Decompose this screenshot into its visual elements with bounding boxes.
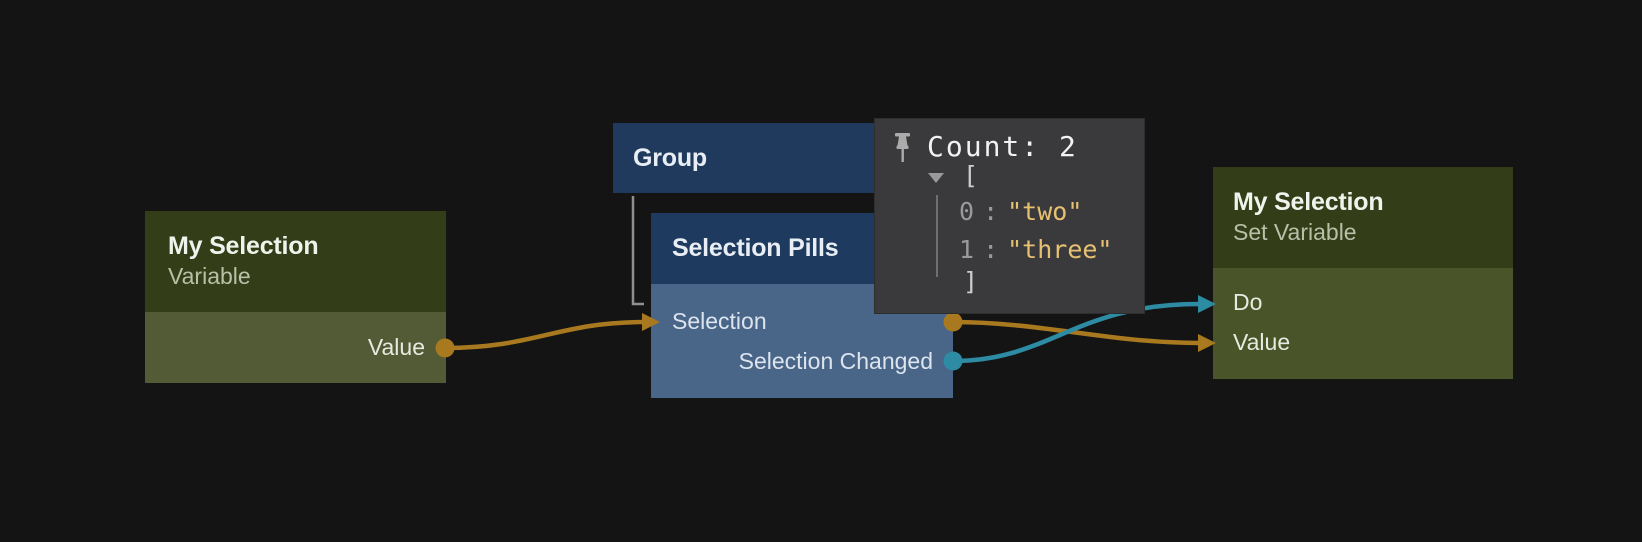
- node-subtitle: Set Variable: [1233, 219, 1357, 245]
- array-item-value: "three": [1007, 235, 1113, 264]
- input-port-label-value: Value: [1233, 329, 1291, 355]
- array-item-separator: :: [983, 235, 999, 264]
- node-subtitle: Variable: [168, 263, 251, 289]
- output-port-label-selection-changed: Selection Changed: [738, 348, 933, 374]
- wire-selection-to-value[interactable]: [950, 319, 1202, 346]
- array-close-bracket: ]: [963, 267, 979, 296]
- group-tree-connector-line: [631, 196, 644, 306]
- node-header[interactable]: My Selection Variable: [145, 211, 446, 312]
- node-title: Selection Pills: [672, 234, 839, 262]
- array-item-row: 0: "two": [959, 197, 1082, 226]
- output-port-label-value: Value: [367, 334, 425, 360]
- wire-selection-changed-to-do[interactable]: [950, 301, 1202, 364]
- input-port-label-do: Do: [1233, 289, 1263, 315]
- wire-value-to-selection[interactable]: [442, 319, 648, 351]
- node-title: My Selection: [1233, 188, 1384, 216]
- node-group[interactable]: Group: [613, 123, 913, 193]
- array-item-row: 1: "three": [959, 235, 1112, 264]
- wire-arrowhead-do: [1198, 295, 1216, 313]
- array-indent-guide: [936, 195, 938, 277]
- node-variable[interactable]: My Selection Variable Value: [145, 211, 446, 383]
- wire-arrowhead-selection: [642, 313, 660, 331]
- array-open-bracket: [: [963, 161, 979, 190]
- array-item-index: 1: [959, 235, 975, 264]
- node-set-variable[interactable]: My Selection Set Variable Do Value: [1213, 167, 1513, 379]
- output-port-value[interactable]: [435, 338, 455, 358]
- input-port-label-selection: Selection: [672, 308, 767, 334]
- value-inspector-popup[interactable]: Count: 2 [ 0: "two" 1: "three" ]: [874, 118, 1145, 314]
- node-body: Do Value: [1213, 268, 1513, 379]
- node-title: Group: [633, 143, 707, 172]
- array-item-index: 0: [959, 197, 975, 226]
- output-port-selection-changed[interactable]: [943, 351, 963, 371]
- wire-arrowhead-value: [1198, 334, 1216, 352]
- array-item-value: "two": [1007, 197, 1083, 226]
- output-port-selection[interactable]: [943, 312, 963, 332]
- pin-icon[interactable]: [892, 132, 914, 166]
- popup-count-text: Count: 2: [927, 130, 1078, 163]
- node-header[interactable]: My Selection Set Variable: [1213, 167, 1513, 268]
- node-title: My Selection: [168, 232, 319, 260]
- collapse-arrow-icon[interactable]: [928, 173, 944, 184]
- node-body: Value: [145, 312, 446, 383]
- array-item-separator: :: [983, 197, 999, 226]
